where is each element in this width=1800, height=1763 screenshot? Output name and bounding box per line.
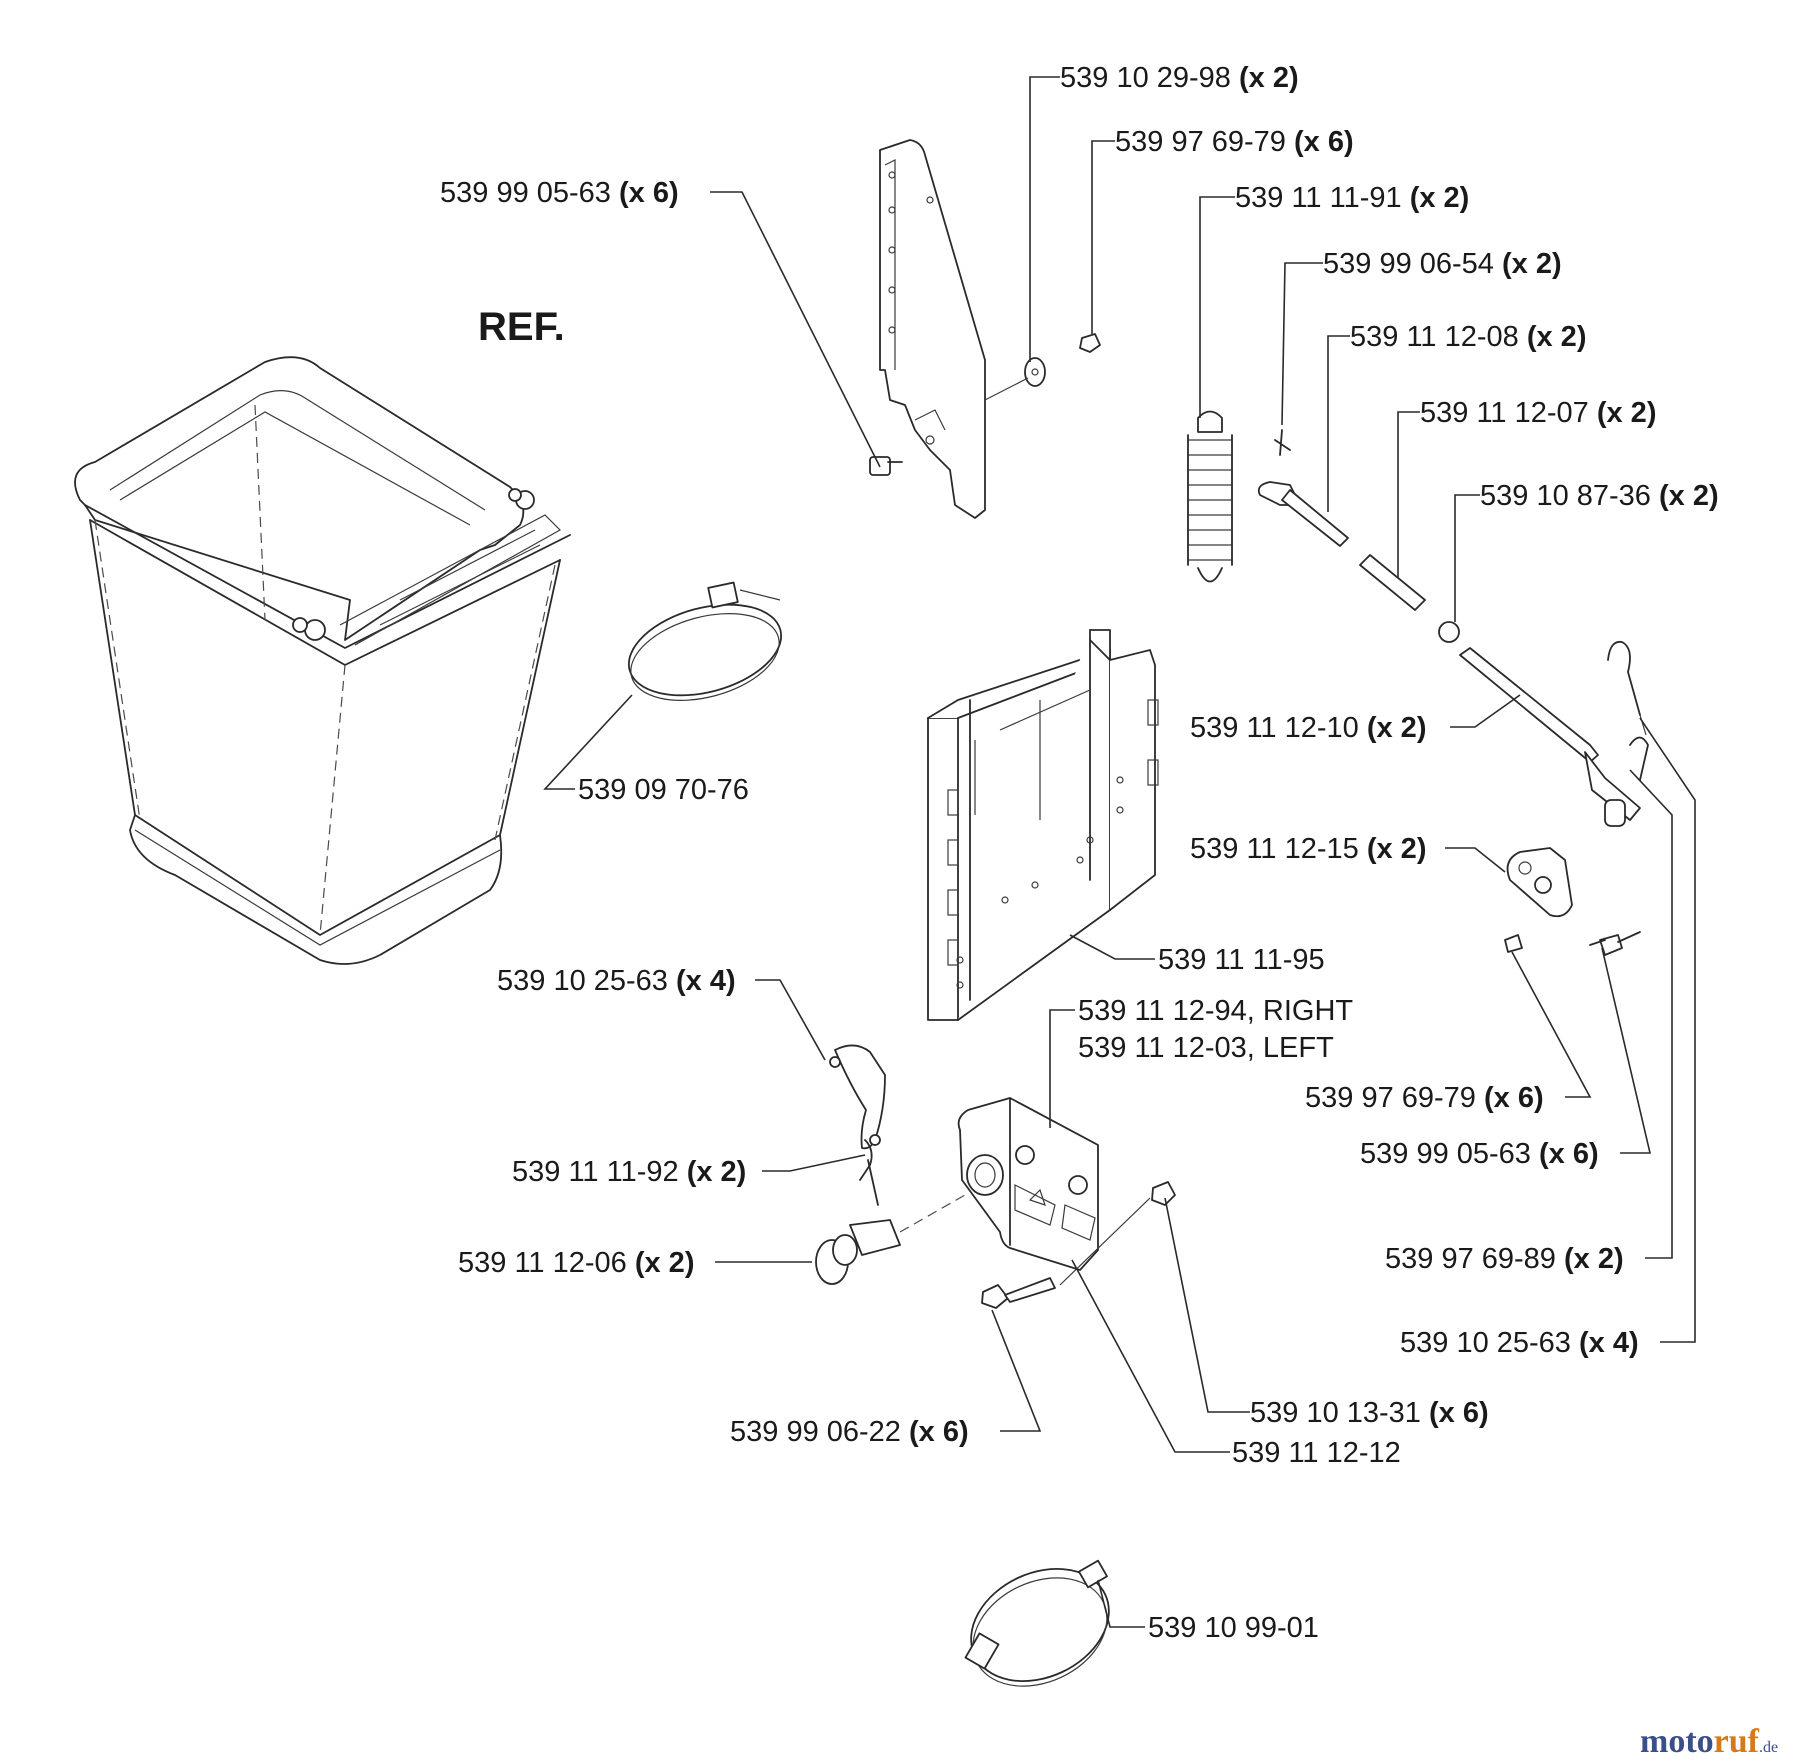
callout-539-11-12-06: 539 11 12-06 (x 2) [458, 1247, 694, 1279]
callout-539-10-99-01: 539 10 99-01 [1148, 1612, 1319, 1644]
callout-539-99-05-63-right: 539 99 05-63 (x 6) [1360, 1138, 1599, 1170]
hitch-frame-drawing [927, 629, 1159, 1021]
callout-539-10-29-98: 539 10 29-98 (x 2) [1060, 62, 1299, 94]
leader-lines [543, 76, 1696, 1628]
callout-539-11-12-12: 539 11 12-12 [1232, 1437, 1401, 1469]
callout-539-10-25-63-left: 539 10 25-63 (x 4) [497, 965, 736, 997]
callout-539-11-11-92: 539 11 11-92 (x 2) [512, 1156, 746, 1188]
hose-clamp-large-drawing [627, 581, 783, 701]
callout-539-11-12-03-left: 539 11 12-03, LEFT [1078, 1032, 1334, 1064]
side-plate-drawing [957, 1097, 1099, 1271]
callout-539-10-13-31: 539 10 13-31 (x 6) [1250, 1397, 1489, 1429]
ref-heading: REF. [478, 305, 565, 349]
hitch-pin-drawing [815, 1044, 966, 1285]
spring-drawing [1187, 410, 1233, 583]
callout-539-11-12-07: 539 11 12-07 (x 2) [1420, 397, 1656, 429]
callout-539-99-06-54: 539 99 06-54 (x 2) [1323, 248, 1562, 280]
callout-539-11-12-08: 539 11 12-08 (x 2) [1350, 321, 1586, 353]
callout-539-10-25-63-right: 539 10 25-63 (x 4) [1400, 1327, 1639, 1359]
callout-539-11-12-10: 539 11 12-10 (x 2) [1190, 712, 1426, 744]
hose-clamp-small-drawing [964, 1559, 1110, 1687]
callout-539-99-06-22: 539 99 06-22 (x 6) [730, 1416, 969, 1448]
callout-539-97-69-89: 539 97 69-89 (x 2) [1385, 1243, 1624, 1275]
callout-539-11-11-95: 539 11 11-95 [1158, 944, 1325, 976]
bolt-nut-bottom-drawing [981, 1181, 1176, 1309]
washer-nut-top-drawing [984, 333, 1101, 401]
callout-539-97-69-79-top: 539 97 69-79 (x 6) [1115, 126, 1354, 158]
callout-539-11-11-91: 539 11 11-91 (x 2) [1235, 182, 1469, 214]
link-plate-drawing [1504, 847, 1641, 956]
watermark-logo: motoruf.de [1640, 1723, 1778, 1760]
callout-539-97-69-79-right: 539 97 69-79 (x 6) [1305, 1082, 1544, 1114]
callout-539-99-05-63-top: 539 99 05-63 (x 6) [440, 177, 679, 209]
callout-539-11-12-94-right: 539 11 12-94, RIGHT [1078, 995, 1353, 1027]
mounting-bracket-drawing [869, 139, 986, 519]
callout-539-11-12-15: 539 11 12-15 (x 2) [1190, 833, 1426, 865]
callout-539-10-87-36: 539 10 87-36 (x 2) [1480, 480, 1719, 512]
rod-assembly-drawing [1257, 429, 1641, 821]
grass-bag-drawing [74, 356, 571, 965]
callout-539-09-70-76: 539 09 70-76 [578, 774, 749, 806]
pin-cable-right-drawing [1604, 640, 1649, 827]
